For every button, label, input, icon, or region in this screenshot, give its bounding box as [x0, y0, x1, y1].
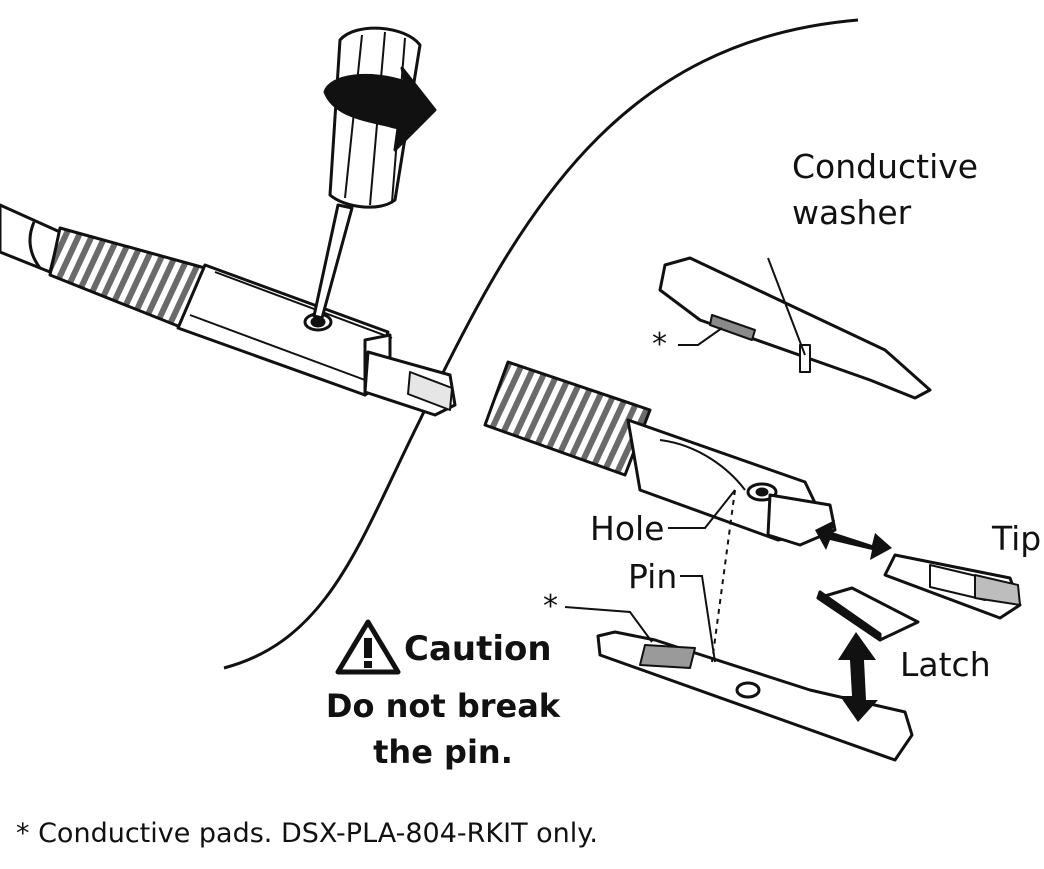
latch-part [816, 586, 920, 642]
caution-line1: Do not break [325, 687, 561, 725]
label-tip: Tip [992, 519, 1042, 558]
latch-double-arrow-icon [838, 632, 878, 722]
label-conductive-washer-line2: washer [792, 193, 912, 232]
washer-leader [767, 257, 806, 356]
washer-screw [799, 344, 811, 373]
caution-line2: the pin. [373, 733, 513, 771]
tip-double-arrow-icon [815, 520, 892, 560]
divider-curve [223, 18, 859, 670]
exploded-housing [483, 360, 837, 547]
left-body [176, 263, 390, 397]
assembled-adapter [0, 203, 457, 417]
left-strain-relief [48, 226, 207, 332]
screwdriver-shaft [312, 203, 354, 320]
label-upper-asterisk: * [652, 327, 667, 362]
hole-pin-dashed [711, 489, 736, 663]
hole-leader [668, 489, 736, 529]
tip-part [883, 553, 1022, 620]
label-hole: Hole [590, 509, 665, 548]
caution-title: Caution [404, 629, 552, 669]
label-latch: Latch [900, 645, 991, 684]
footnote: * Conductive pads. DSX-PLA-804-RKIT only… [16, 818, 598, 849]
label-conductive-washer-line1: Conductive [792, 147, 979, 186]
label-pin: Pin [628, 557, 678, 596]
pin-leader [680, 575, 716, 663]
rotation-arrow-icon [323, 66, 437, 152]
warning-icon [335, 619, 401, 675]
lower-cover [596, 630, 914, 762]
screwdriver [312, 26, 437, 320]
right-strain-relief [483, 360, 652, 477]
upper-asterisk-leader [678, 327, 723, 346]
lower-asterisk-leader [564, 606, 653, 643]
label-lower-asterisk: * [543, 589, 558, 624]
